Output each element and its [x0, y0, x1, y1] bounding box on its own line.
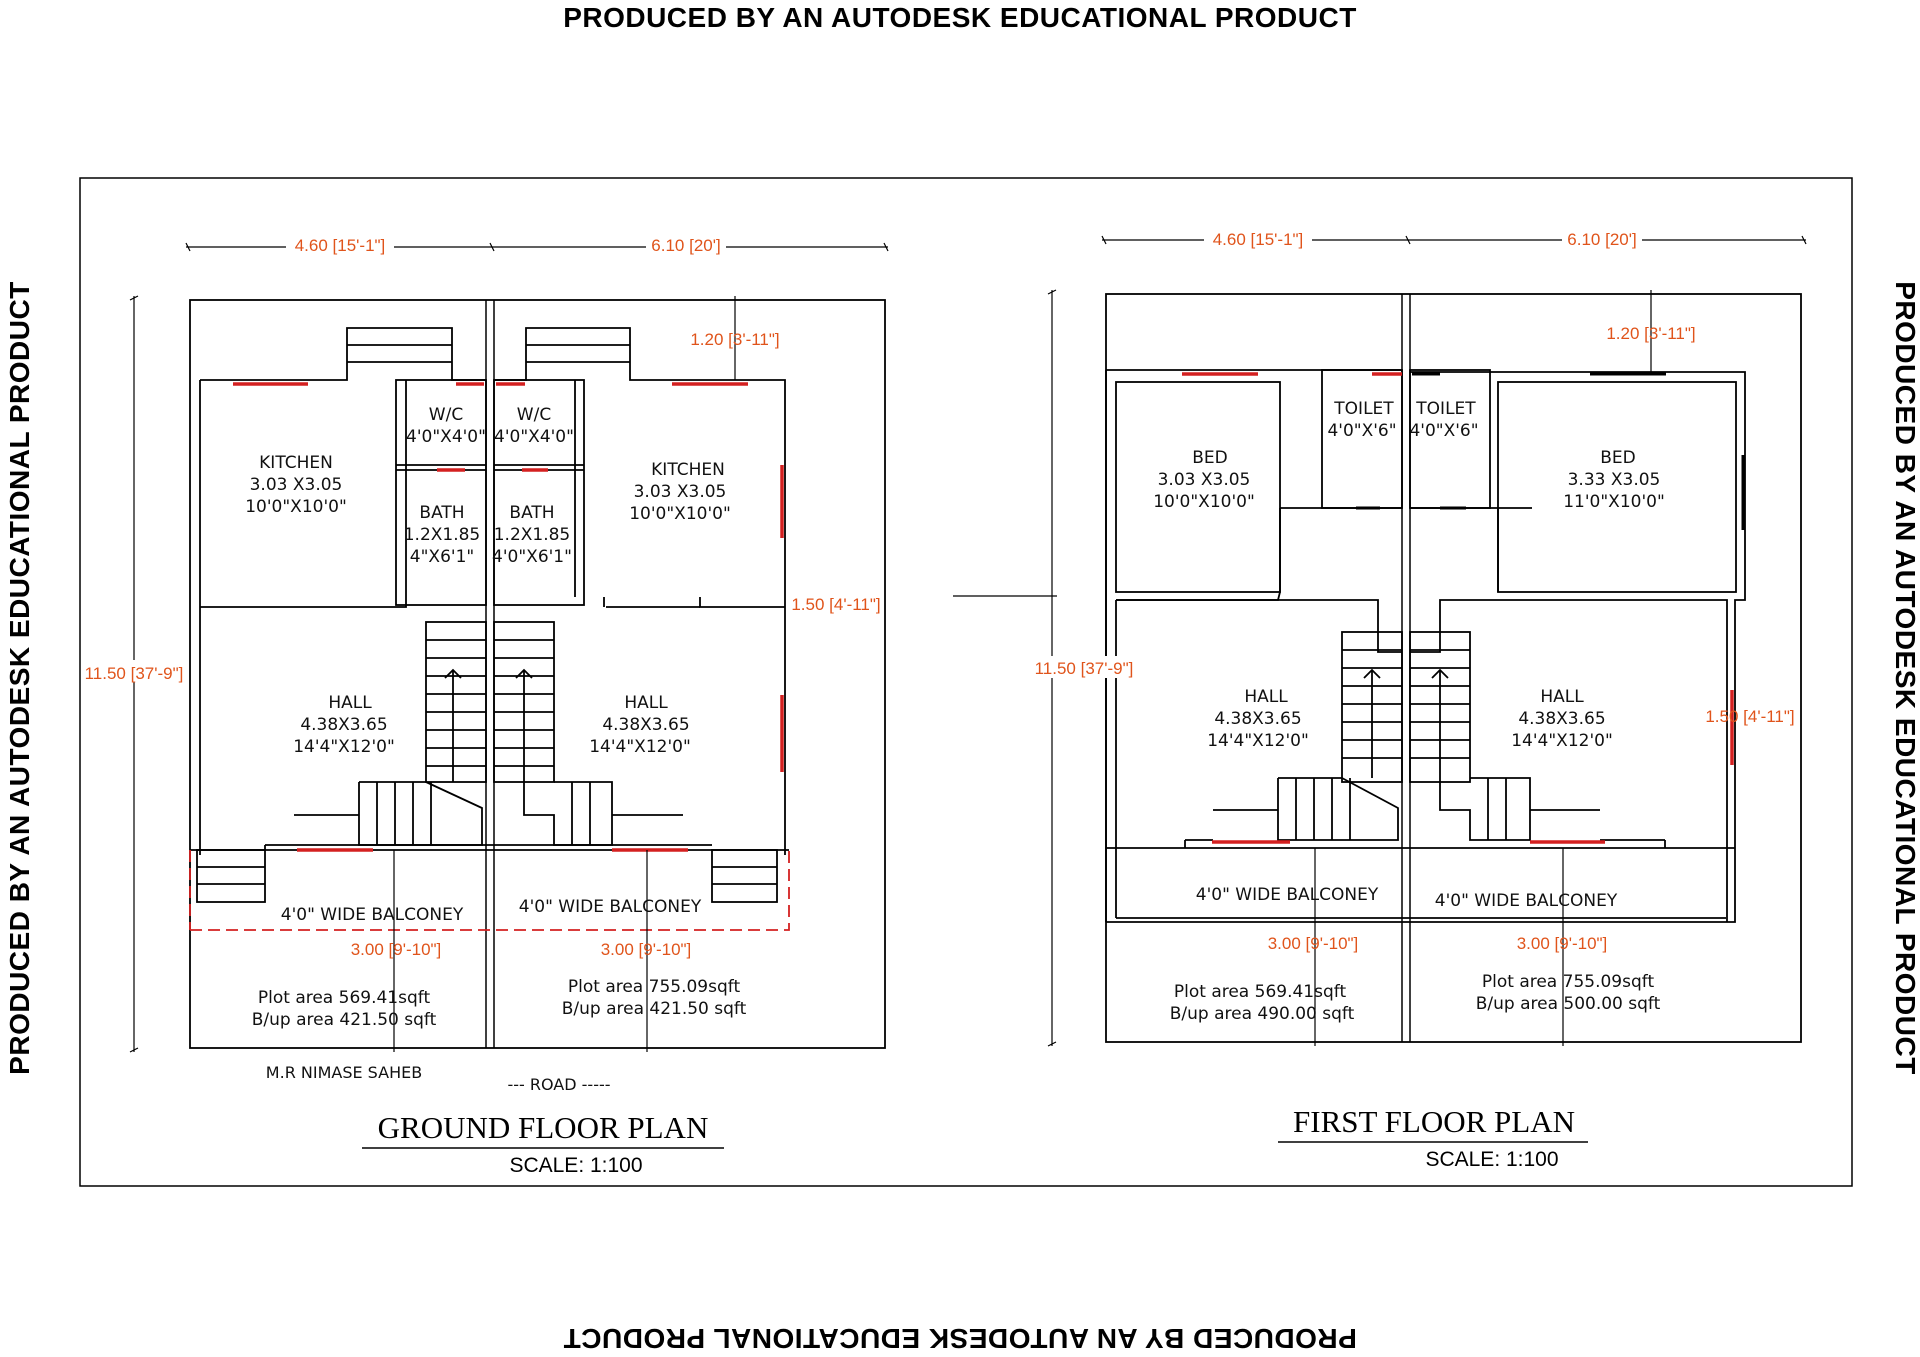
- ground-dim-height: 11.50 [37'-9"]: [85, 664, 184, 683]
- sheet-frame: [79, 177, 1853, 1187]
- first-room-labels: BED 3.03 X3.05 10'0"X10'0" BED 3.33 X3.0…: [1153, 399, 1665, 1171]
- first-balcony-left: 4'0" WIDE BALCONEY: [1196, 885, 1379, 905]
- ground-wc-right-size: 4'0"X4'0": [494, 427, 574, 447]
- first-dim-left-width: 4.60 [15'-1"]: [1213, 230, 1304, 249]
- first-plot-right-builtup: B/up area 500.00 sqft: [1476, 994, 1661, 1014]
- ground-wc-right-name: W/C: [517, 405, 551, 425]
- ground-dim-right-width: 6.10 [20']: [651, 236, 720, 255]
- ground-dim-top-offset: 1.20 [3'-11"]: [690, 330, 779, 349]
- ground-hall-right-name: HALL: [624, 693, 668, 713]
- first-bed-left-name: BED: [1192, 448, 1228, 468]
- first-hall-right-metric: 4.38X3.65: [1518, 709, 1605, 729]
- first-bed-left-walls: [1115, 381, 1281, 593]
- first-toilet-left-name: TOILET: [1333, 399, 1394, 419]
- watermark-top: PRODUCED BY AN AUTODESK EDUCATIONAL PROD…: [563, 2, 1357, 33]
- first-floor-title: FIRST FLOOR PLAN: [1293, 1104, 1575, 1139]
- ground-dim-left-width: 4.60 [15'-1"]: [295, 236, 386, 255]
- ground-kitchen-right-imperial: 10'0"X10'0": [629, 504, 731, 524]
- ground-dim-front-right: 3.00 [9'-10"]: [601, 940, 692, 959]
- first-dim-front-right: 3.00 [9'-10"]: [1517, 934, 1608, 953]
- ground-plot-left-builtup: B/up area 421.50 sqft: [252, 1010, 437, 1030]
- ground-bath-right-imperial: 4'0"X6'1": [492, 547, 572, 567]
- first-dim-front-left: 3.00 [9'-10"]: [1268, 934, 1359, 953]
- first-bed-right-metric: 3.33 X3.05: [1568, 470, 1661, 490]
- ground-wall-top-left: [200, 327, 486, 381]
- first-plot-left-area: Plot area 569.41sqft: [1174, 982, 1347, 1002]
- first-plot-left-builtup: B/up area 490.00 sqft: [1170, 1004, 1355, 1024]
- road-label: --- ROAD -----: [507, 1075, 610, 1094]
- ground-bath-left-name: BATH: [419, 503, 464, 523]
- first-hall-left-name: HALL: [1244, 687, 1288, 707]
- first-hall-right-imperial: 14'4"X12'0": [1511, 731, 1613, 751]
- ground-hall-left-name: HALL: [328, 693, 372, 713]
- ground-kitchen-right-metric: 3.03 X3.05: [634, 482, 727, 502]
- ground-hall-left-metric: 4.38X3.65: [300, 715, 387, 735]
- first-hall-left-metric: 4.38X3.65: [1214, 709, 1301, 729]
- ground-balcony-right: 4'0" WIDE BALCONEY: [519, 897, 702, 917]
- first-bed-right-imperial: 11'0"X10'0": [1563, 492, 1665, 512]
- ground-plot-left-area: Plot area 569.41sqft: [258, 988, 431, 1008]
- first-dimension-lines: [1047, 235, 1807, 1047]
- first-dim-side-offset: 1.50 [4'-11"]: [1705, 707, 1794, 726]
- first-windows-dark: [1356, 372, 1745, 530]
- ground-hall-right-metric: 4.38X3.65: [602, 715, 689, 735]
- ground-plot-right-area: Plot area 755.09sqft: [568, 977, 741, 997]
- ground-floor-plan: [129, 242, 1057, 1053]
- ground-room-labels: KITCHEN 3.03 X3.05 10'0"X10'0" KITCHEN 3…: [245, 405, 746, 1177]
- ground-dim-front-left: 3.00 [9'-10"]: [351, 940, 442, 959]
- ground-kitchen-left-imperial: 10'0"X10'0": [245, 497, 347, 517]
- first-floor-scale: SCALE: 1:100: [1425, 1148, 1558, 1171]
- ground-plot-right-builtup: B/up area 421.50 sqft: [562, 999, 747, 1019]
- first-bed-right-name: BED: [1600, 448, 1636, 468]
- ground-floor-scale: SCALE: 1:100: [509, 1154, 642, 1177]
- first-hall-left-imperial: 14'4"X12'0": [1207, 731, 1309, 751]
- ground-windows: [233, 382, 784, 852]
- first-dimension-text: 4.60 [15'-1"] 6.10 [20'] 11.50 [37'-9"] …: [1030, 226, 1795, 953]
- ground-balcony-left: 4'0" WIDE BALCONEY: [281, 905, 464, 925]
- first-bed-left-imperial: 10'0"X10'0": [1153, 492, 1255, 512]
- ground-wc-left-name: W/C: [429, 405, 463, 425]
- first-dim-height: 11.50 [37'-9"]: [1035, 659, 1134, 678]
- first-plot-right-area: Plot area 755.09sqft: [1482, 972, 1655, 992]
- ground-floor-title: GROUND FLOOR PLAN: [378, 1110, 709, 1145]
- first-toilet-right-size: 4'0"X'6": [1409, 421, 1478, 441]
- first-windows: [1182, 372, 1734, 844]
- owner-name: M.R NIMASE SAHEB: [266, 1063, 422, 1082]
- ground-setback-line: [190, 850, 790, 931]
- ground-kitchen-left-metric: 3.03 X3.05: [250, 475, 343, 495]
- ground-bath-right-metric: 1.2X1.85: [494, 525, 571, 545]
- ground-plot-boundary: [189, 299, 886, 1049]
- ground-bath-right-name: BATH: [509, 503, 554, 523]
- first-dim-right-width: 6.10 [20']: [1567, 230, 1636, 249]
- first-bed-left-metric: 3.03 X3.05: [1158, 470, 1251, 490]
- ground-hall-left-imperial: 14'4"X12'0": [293, 737, 395, 757]
- first-balcony-right: 4'0" WIDE BALCONEY: [1435, 891, 1618, 911]
- ground-hall-right-imperial: 14'4"X12'0": [589, 737, 691, 757]
- first-toilet-right-name: TOILET: [1415, 399, 1476, 419]
- first-toilet-left-size: 4'0"X'6": [1327, 421, 1396, 441]
- ground-kitchen-right-name: KITCHEN: [651, 460, 725, 480]
- ground-wc-left-size: 4'0"X4'0": [406, 427, 486, 447]
- ground-bath-left-imperial: 4"X6'1": [410, 547, 474, 567]
- ground-dimension-text: 4.60 [15'-1"] 6.10 [20'] 11.50 [37'-9"] …: [82, 232, 881, 959]
- ground-bath-left-metric: 1.2X1.85: [404, 525, 481, 545]
- first-hall-right-name: HALL: [1540, 687, 1584, 707]
- first-dim-top-offset: 1.20 [3'-11"]: [1606, 324, 1695, 343]
- first-floor-plan: [1047, 235, 1807, 1047]
- ground-kitchen-left-name: KITCHEN: [259, 453, 333, 473]
- ground-dim-side-offset: 1.50 [4'-11"]: [791, 595, 880, 614]
